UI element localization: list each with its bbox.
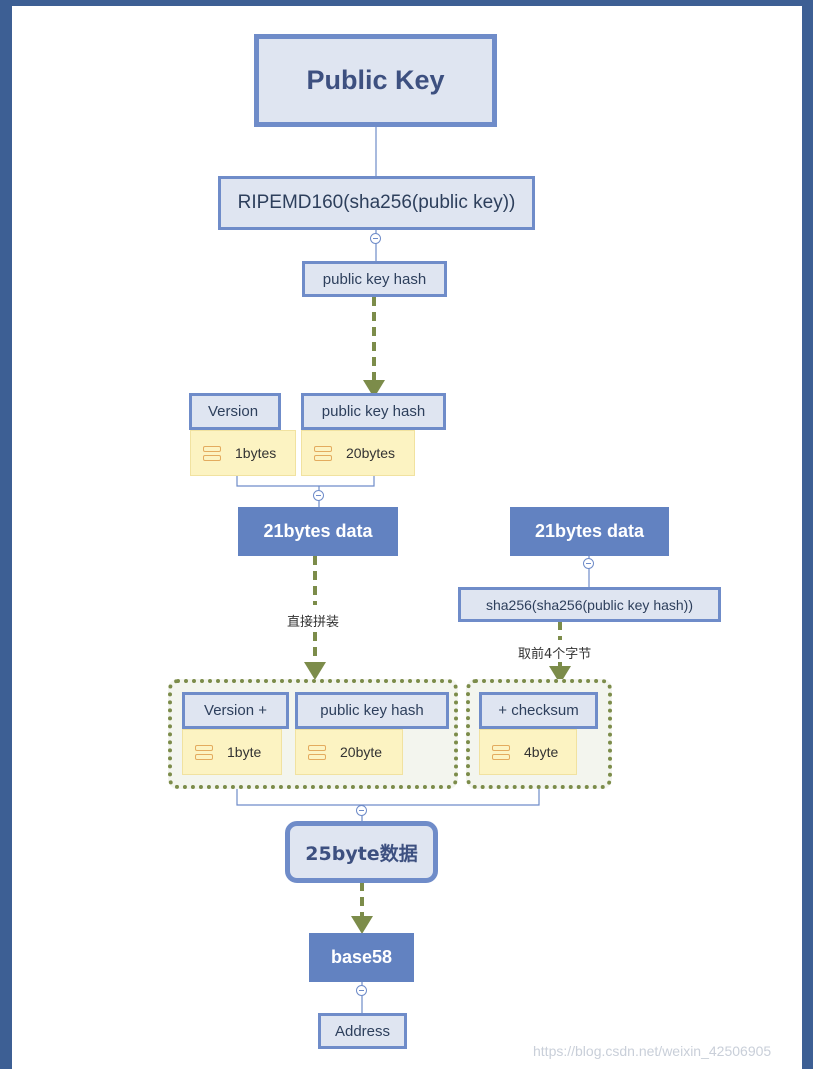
field-20byte: 20byte bbox=[295, 729, 403, 775]
field-1bytes: 1bytes bbox=[190, 430, 296, 476]
node-sha256-double: sha256(sha256(public key hash)) bbox=[458, 587, 721, 622]
line-groups-bracket bbox=[236, 775, 540, 806]
arrowhead-2 bbox=[304, 662, 326, 680]
field-20byte-label: 20byte bbox=[340, 744, 383, 760]
node-ripemd: RIPEMD160(sha256(public key)) bbox=[218, 176, 535, 230]
collapse-toggle-4[interactable] bbox=[356, 805, 367, 816]
field-20bytes: 20bytes bbox=[301, 430, 415, 476]
database-icon bbox=[203, 445, 221, 461]
collapse-toggle-1[interactable] bbox=[370, 233, 381, 244]
line-bytes-bracket bbox=[236, 475, 375, 487]
node-21bytes-data-right: 21bytes data bbox=[510, 507, 669, 556]
node-25byte-label: 25byte数据 bbox=[305, 842, 418, 865]
node-checksum: + checksum bbox=[479, 692, 598, 729]
node-base58: base58 bbox=[309, 933, 414, 982]
node-21bytes-data-left: 21bytes data bbox=[238, 507, 398, 556]
bottom-strip bbox=[12, 1058, 802, 1069]
field-4byte-label: 4byte bbox=[524, 744, 559, 760]
node-version-label: Version bbox=[208, 403, 259, 420]
node-pkh-low-label: public key hash bbox=[320, 702, 424, 719]
node-public-key-hash-mid: public key hash bbox=[301, 393, 446, 430]
collapse-toggle-3[interactable] bbox=[583, 558, 594, 569]
field-1bytes-label: 1bytes bbox=[235, 445, 277, 461]
field-20bytes-label: 20bytes bbox=[346, 445, 396, 461]
node-pkh-mid-label: public key hash bbox=[321, 403, 426, 420]
node-address-label: Address bbox=[334, 1022, 391, 1040]
node-21bytes-right-label: 21bytes data bbox=[534, 521, 645, 541]
node-version-plus-label: Version + bbox=[204, 702, 267, 719]
arrowhead-4 bbox=[351, 916, 373, 934]
node-version-plus: Version + bbox=[182, 692, 289, 729]
collapse-toggle-5[interactable] bbox=[356, 985, 367, 996]
arrowhead-1 bbox=[363, 380, 385, 398]
database-icon bbox=[308, 744, 326, 760]
node-checksum-label: + checksum bbox=[498, 702, 579, 719]
watermark: https://blog.csdn.net/weixin_42506905 bbox=[533, 1043, 772, 1059]
node-version: Version bbox=[189, 393, 281, 430]
node-ripemd-label: RIPEMD160(sha256(public key)) bbox=[237, 192, 516, 213]
node-public-key-label: Public Key bbox=[306, 65, 445, 95]
collapse-toggle-2[interactable] bbox=[313, 490, 324, 501]
label-take-first-4-bytes: 取前4个字节 bbox=[518, 647, 592, 662]
node-21bytes-left-label: 21bytes data bbox=[263, 521, 373, 541]
database-icon bbox=[492, 744, 510, 760]
database-icon bbox=[195, 744, 213, 760]
node-public-key-hash-top: public key hash bbox=[302, 261, 447, 297]
arrowhead-3 bbox=[549, 666, 571, 684]
node-base58-label: base58 bbox=[330, 947, 393, 967]
node-public-key: Public Key bbox=[254, 34, 497, 127]
label-concat: 直接拼装 bbox=[287, 615, 340, 630]
node-public-key-hash-low: public key hash bbox=[295, 692, 449, 729]
field-1byte: 1byte bbox=[182, 729, 282, 775]
node-sha-double-label: sha256(sha256(public key hash)) bbox=[485, 596, 693, 613]
database-icon bbox=[314, 445, 332, 461]
node-address: Address bbox=[318, 1013, 407, 1049]
node-25byte-data: 25byte数据 bbox=[285, 821, 438, 883]
field-1byte-label: 1byte bbox=[227, 744, 262, 760]
field-4byte: 4byte bbox=[479, 729, 577, 775]
node-pkh-top-label: public key hash bbox=[322, 270, 427, 288]
